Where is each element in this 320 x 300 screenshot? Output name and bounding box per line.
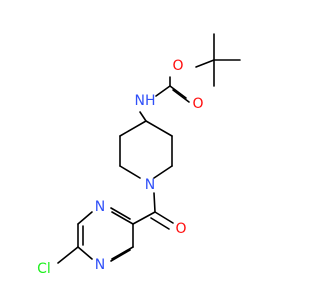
bond <box>169 85 187 99</box>
atom-label-chlorine: Cl <box>37 261 51 277</box>
atom-label-oxygen-ether: O <box>172 58 183 74</box>
bond <box>119 120 147 137</box>
bond <box>119 165 141 179</box>
bond <box>172 89 190 103</box>
chemical-structure-diagram: O O NH N O N N Cl <box>37 33 241 277</box>
bond <box>77 211 93 225</box>
bond <box>110 249 131 262</box>
atom-label-nitrogen-piperidine: N <box>145 177 155 193</box>
bond <box>145 120 173 137</box>
bond <box>155 85 171 97</box>
bond <box>139 111 147 122</box>
atom-label-oxygen-carbamate: O <box>192 96 203 112</box>
bond <box>195 59 215 68</box>
bond <box>154 211 174 224</box>
bond <box>57 246 79 264</box>
bond <box>153 165 173 179</box>
atom-label-nitrogen-pyrazine-top: N <box>95 199 105 215</box>
bond <box>111 246 134 260</box>
bond <box>110 207 131 220</box>
atom-label-oxygen-amide: O <box>175 221 186 237</box>
atom-label-nitrogen-pyrazine-bottom: N <box>95 257 105 273</box>
bond <box>132 211 156 225</box>
bond <box>150 217 170 230</box>
bond <box>153 192 156 213</box>
atom-label-nh: NH <box>135 93 156 109</box>
bond <box>77 246 93 260</box>
bond <box>111 211 134 225</box>
